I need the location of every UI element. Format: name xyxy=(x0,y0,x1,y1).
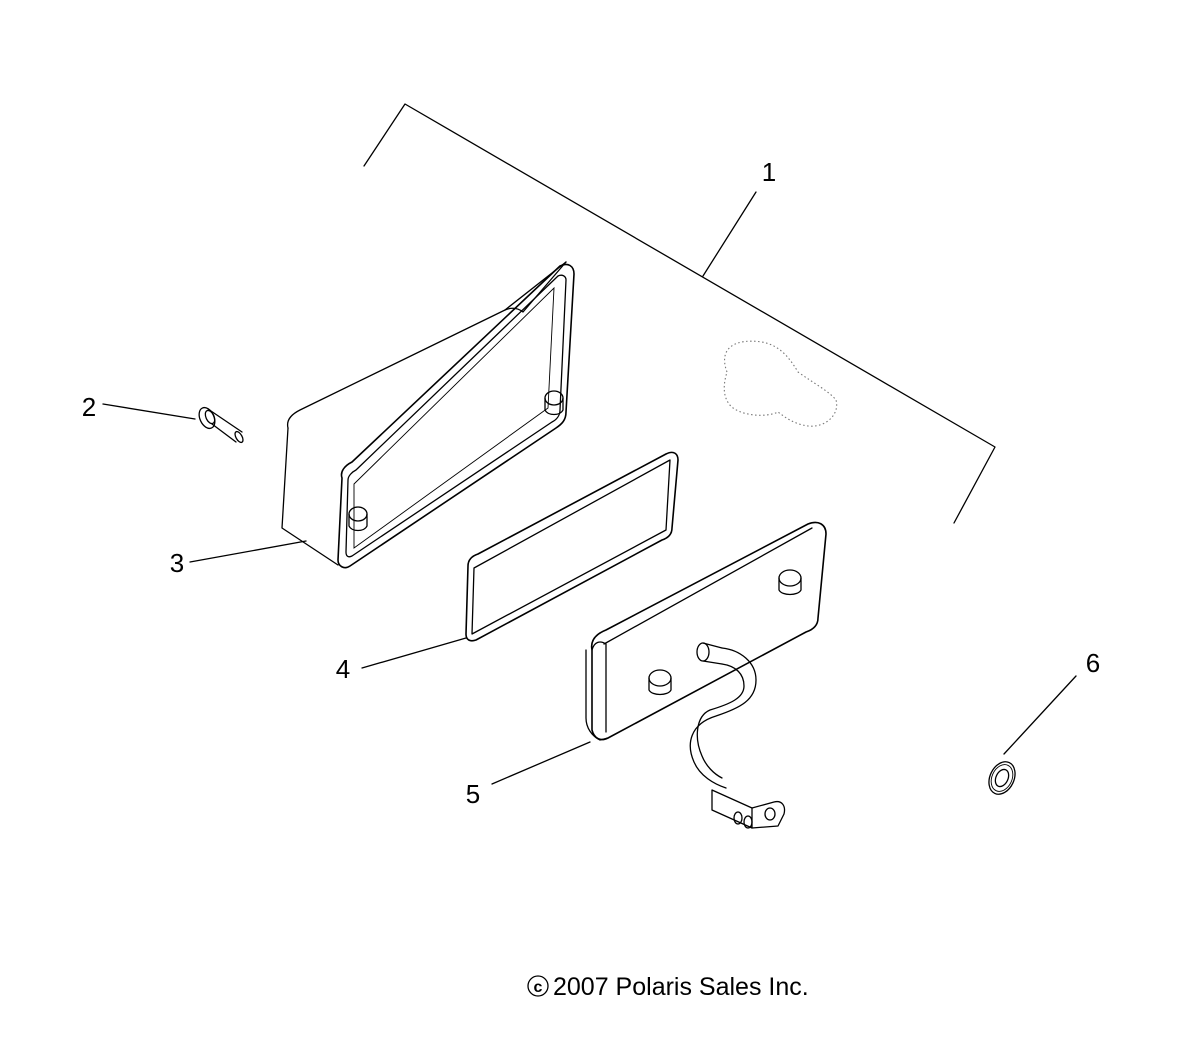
lamp-base-part xyxy=(491,521,827,829)
kit-bracket xyxy=(363,103,996,524)
callout-6: 6 xyxy=(1086,648,1100,678)
washer-part xyxy=(988,675,1077,795)
callout-2: 2 xyxy=(82,392,96,422)
gasket-part xyxy=(361,451,679,669)
copyright-circle-icon xyxy=(527,975,549,997)
copyright-symbol: c xyxy=(534,979,543,996)
callout-4: 4 xyxy=(336,654,350,684)
copyright-notice: c 2007 Polaris Sales Inc. xyxy=(527,973,809,1001)
callout-1: 1 xyxy=(762,157,776,187)
screw-part xyxy=(102,403,244,444)
lens-housing-part xyxy=(189,261,575,569)
callout-3: 3 xyxy=(170,548,184,578)
copyright-text: 2007 Polaris Sales Inc. xyxy=(553,973,809,1001)
callout-5: 5 xyxy=(466,779,480,809)
bulb-outline xyxy=(723,340,838,427)
